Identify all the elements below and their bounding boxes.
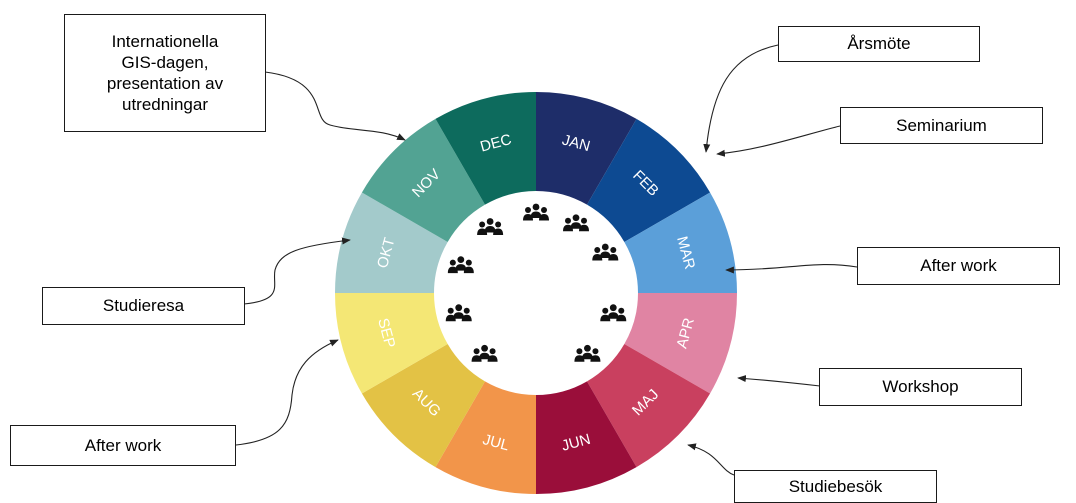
month-segment-nov	[361, 118, 485, 242]
connector-arsmote	[703, 44, 779, 153]
event-studieresa-label: Studieresa	[102, 296, 185, 316]
month-label-jul: JUL	[481, 431, 511, 454]
event-arsmote-label: Årsmöte	[847, 34, 911, 54]
people-group-icon	[471, 344, 498, 362]
event-workshop-label: Workshop	[882, 377, 959, 397]
people-group-icon	[477, 218, 504, 235]
event-studiebesok-box: Studiebesök	[734, 470, 937, 503]
people-group-icon	[574, 344, 601, 362]
month-segment-apr	[624, 293, 737, 394]
month-segment-jan	[536, 92, 637, 205]
connector-workshop	[737, 375, 821, 387]
people-group-icon	[447, 256, 474, 274]
connector-gis-day	[264, 71, 406, 141]
connector-after-work-mar	[725, 263, 858, 274]
month-segment-sep	[335, 293, 448, 394]
month-segment-maj	[587, 344, 711, 468]
event-studieresa-box: Studieresa	[42, 287, 245, 325]
people-group-icon	[563, 214, 589, 232]
month-segment-jun	[536, 381, 637, 494]
people-group-icon	[445, 304, 472, 322]
month-segment-mar	[624, 192, 737, 293]
connector-seminarium	[716, 125, 841, 157]
event-seminarium-label: Seminarium	[896, 115, 987, 135]
month-segment-dec	[435, 92, 536, 205]
event-after-work-aug-label: After work	[84, 435, 162, 455]
event-after-work-mar-box: After work	[857, 247, 1060, 285]
event-after-work-aug-box: After work	[10, 425, 236, 466]
connector-after-work-aug	[235, 339, 339, 446]
people-group-icon	[592, 243, 619, 261]
event-gis-day-label: Internationella GIS-dagen, presentation …	[106, 31, 224, 115]
connector-studiebesok	[687, 443, 735, 476]
month-segment-feb	[587, 118, 711, 242]
month-segment-aug	[361, 344, 485, 468]
event-arsmote-box: Årsmöte	[778, 26, 980, 62]
event-after-work-mar-label: After work	[920, 256, 997, 276]
people-group-icon	[523, 203, 549, 221]
month-label-jan: JAN	[560, 131, 592, 155]
month-segment-okt	[335, 192, 448, 293]
event-workshop-box: Workshop	[819, 368, 1022, 406]
event-seminarium-box: Seminarium	[840, 107, 1043, 144]
connector-studieresa	[243, 237, 351, 305]
month-label-jun: JUN	[560, 431, 593, 455]
event-gis-day-box: Internationella GIS-dagen, presentation …	[64, 14, 266, 132]
event-studiebesok-label: Studiebesök	[788, 476, 883, 496]
month-segment-jul	[435, 381, 536, 494]
people-group-icon	[600, 304, 627, 322]
